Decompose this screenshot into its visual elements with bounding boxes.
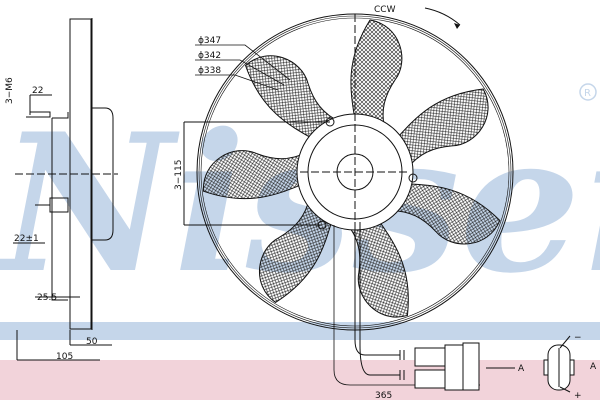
pink-band — [0, 360, 600, 400]
dia-inner-label: ϕ338 — [198, 66, 221, 76]
fan-front-view — [183, 7, 514, 386]
pin-plus-label: + — [574, 391, 582, 400]
frame-depth-label: 25.5 — [37, 293, 57, 303]
side-view — [13, 18, 118, 361]
fan-blade — [259, 195, 334, 304]
connector-view-label: A — [518, 364, 525, 374]
bolt-circle-label: 3−115 — [174, 160, 184, 190]
depth-total-label: 105 — [56, 352, 73, 362]
hub-offset-label: 22±1 — [14, 234, 39, 244]
bolt-depth-label: 22 — [32, 86, 43, 96]
dia-outer-label: ϕ347 — [198, 36, 221, 46]
fan-blade — [350, 19, 403, 131]
registered-mark-icon — [579, 83, 597, 101]
registered-mark: R — [584, 88, 591, 99]
fan-blades — [202, 19, 501, 318]
dia-mid-label: ϕ342 — [198, 51, 221, 61]
fan-blade — [395, 88, 489, 171]
blue-band — [0, 322, 600, 340]
connector — [399, 335, 575, 393]
fan-blade — [345, 218, 409, 318]
connector-label: A — [590, 362, 597, 372]
fan-blade — [202, 150, 308, 200]
bolt-thread-label: 3−M6 — [5, 77, 15, 104]
rotation-label: CCW — [374, 5, 396, 15]
depth-50-label: 50 — [86, 337, 98, 347]
pin-minus-label: − — [574, 333, 582, 343]
cable-length-label: 365 — [375, 391, 392, 400]
fan-blade — [388, 183, 501, 245]
